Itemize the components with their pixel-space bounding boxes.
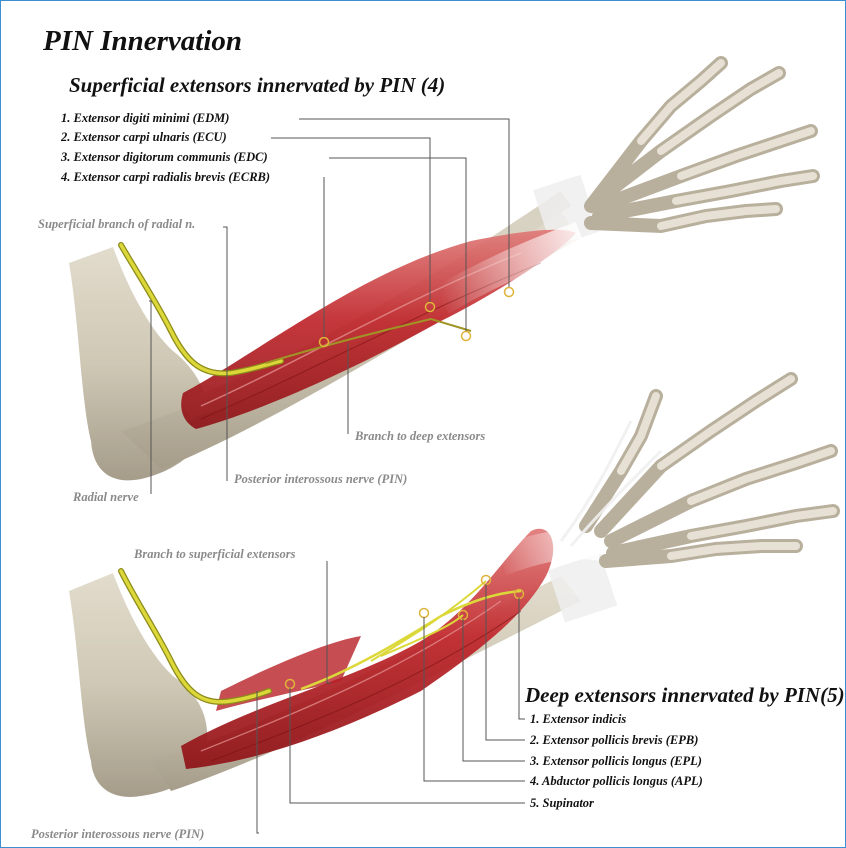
label-branch-deep: Branch to deep extensors bbox=[355, 430, 485, 443]
superficial-heading: Superficial extensors innervated by PIN … bbox=[69, 75, 445, 96]
deep-muscle-2: 2. Extensor pollicis brevis (EPB) bbox=[530, 734, 698, 747]
label-bottom-pin: Posterior interossous nerve (PIN) bbox=[31, 828, 204, 841]
deep-heading: Deep extensors innervated by PIN(5) bbox=[525, 685, 845, 706]
deep-muscle-1: 1. Extensor indicis bbox=[530, 713, 626, 726]
superficial-muscle-2: 2. Extensor carpi ulnaris (ECU) bbox=[61, 131, 227, 144]
superficial-muscle-1: 1. Extensor digiti minimi (EDM) bbox=[61, 112, 229, 125]
top-arm bbox=[69, 63, 813, 480]
superficial-muscle-3: 3. Extensor digitorum communis (EDC) bbox=[61, 151, 268, 164]
label-top-pin: Posterior interossous nerve (PIN) bbox=[234, 473, 407, 486]
label-branch-superficial: Branch to superficial extensors bbox=[134, 548, 295, 561]
superficial-muscle-4: 4. Extensor carpi radialis brevis (ECRB) bbox=[61, 171, 270, 184]
label-superficial-branch: Superficial branch of radial n. bbox=[38, 218, 195, 231]
label-radial-nerve: Radial nerve bbox=[73, 491, 139, 504]
page-title: PIN Innervation bbox=[43, 27, 242, 56]
deep-muscle-3: 3. Extensor pollicis longus (EPL) bbox=[530, 755, 702, 768]
deep-muscle-5: 5. Supinator bbox=[530, 797, 594, 810]
deep-muscle-4: 4. Abductor pollicis longus (APL) bbox=[530, 775, 703, 788]
bottom-muscles bbox=[181, 529, 553, 769]
